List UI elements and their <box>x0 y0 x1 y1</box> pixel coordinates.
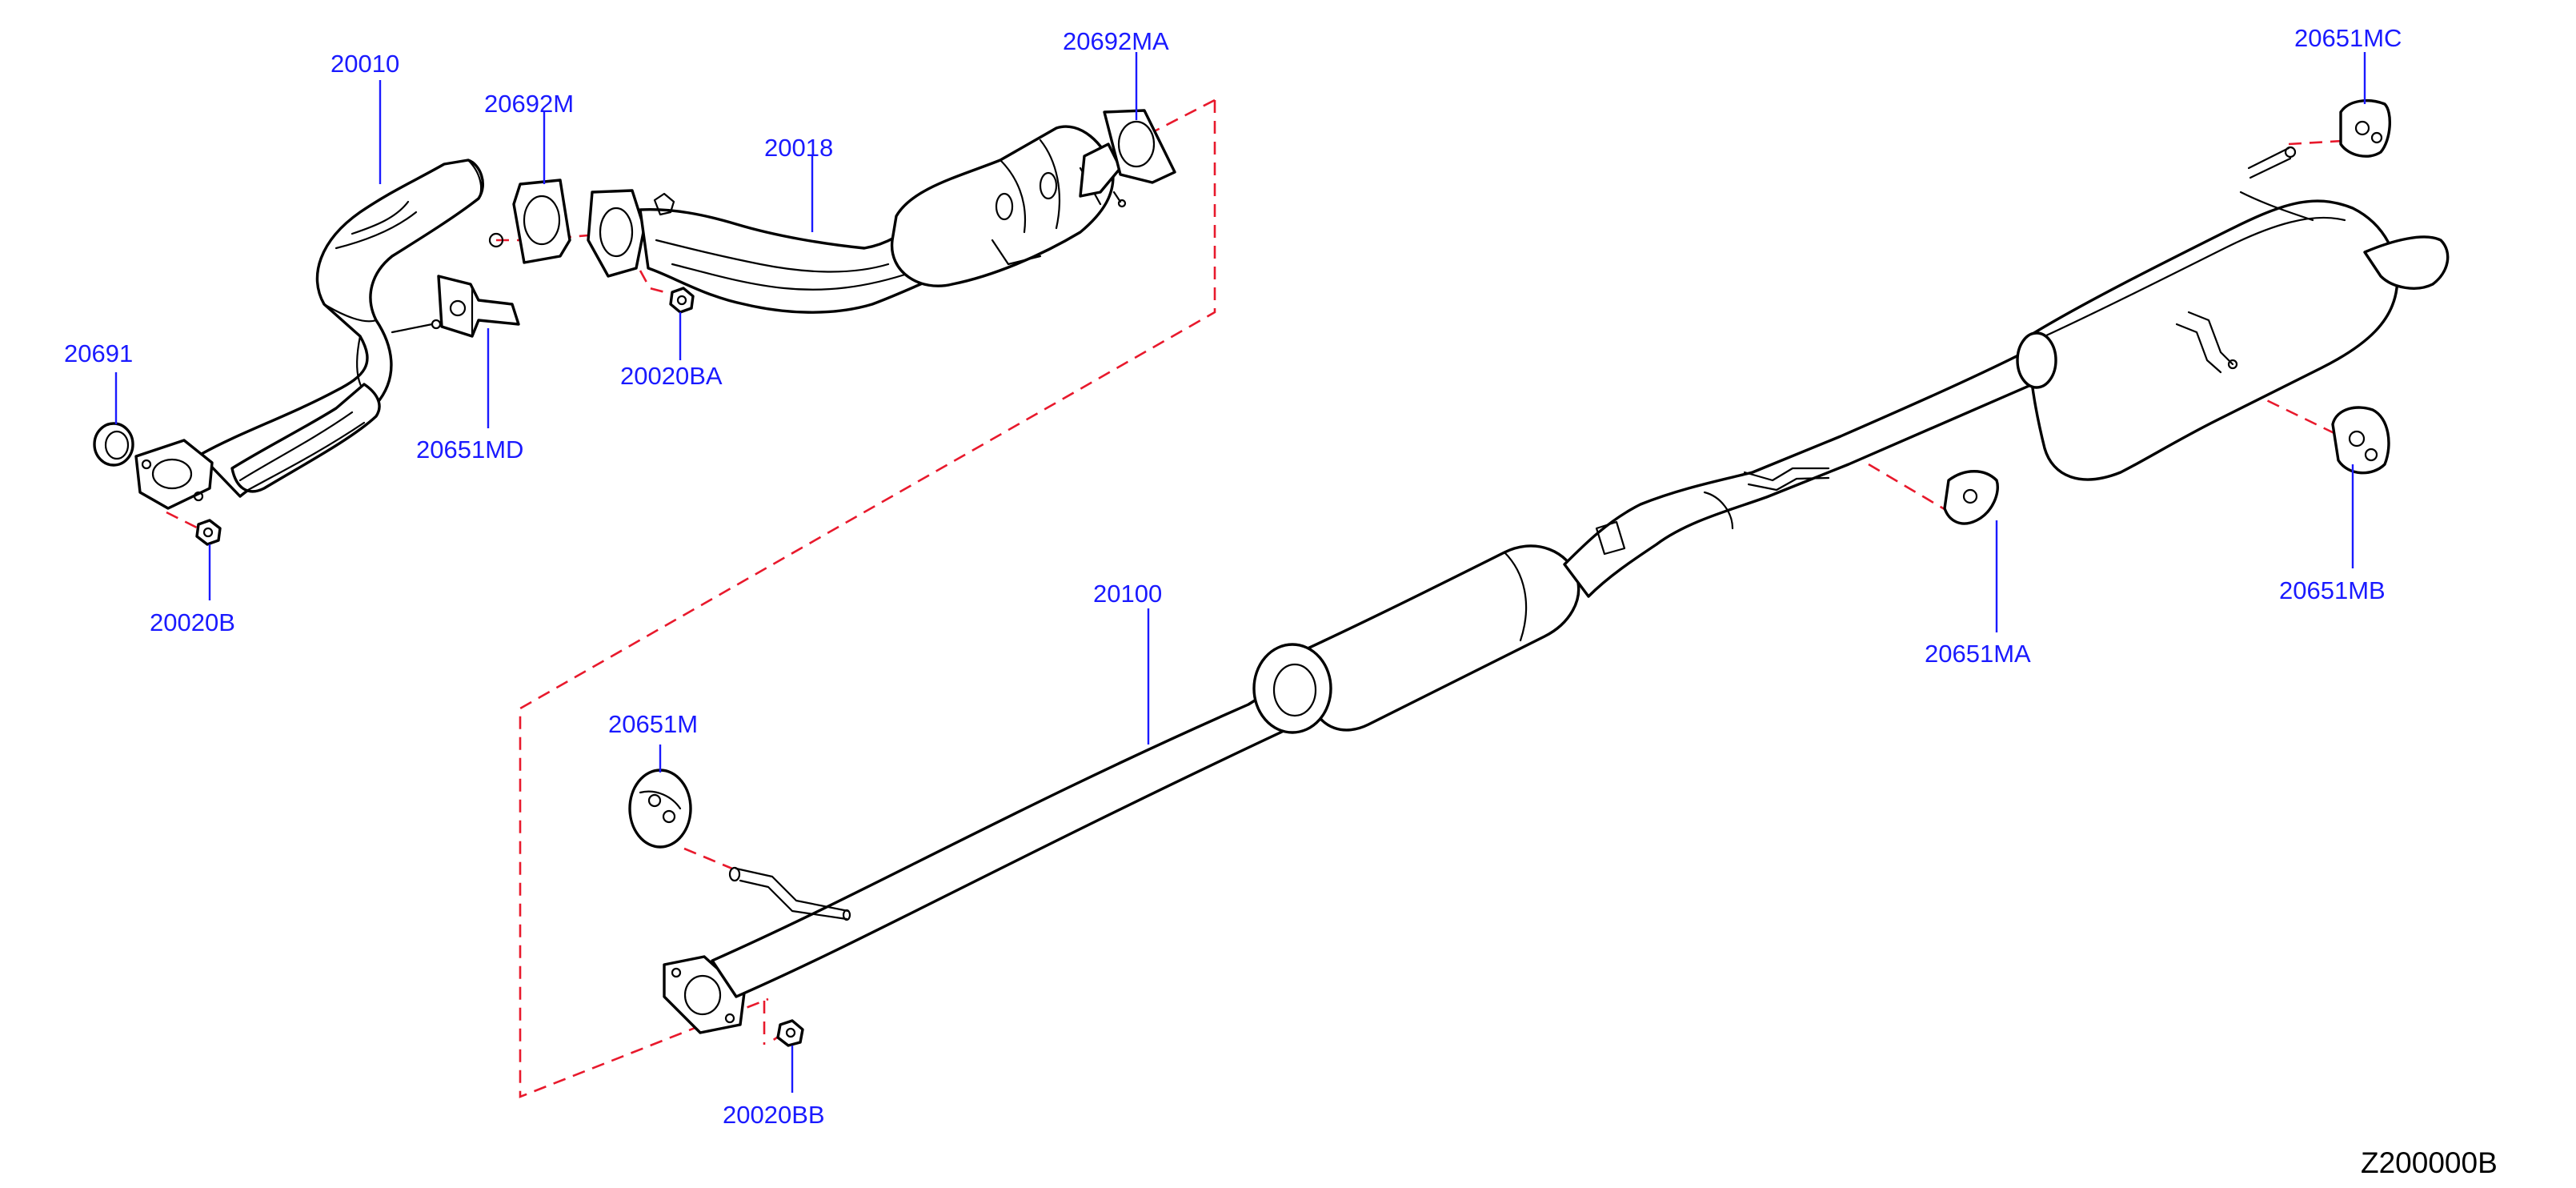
callout-20692M: 20692M <box>484 90 574 118</box>
callout-20651M: 20651M <box>608 710 698 738</box>
callout-20691: 20691 <box>64 339 133 367</box>
assembly-dashed-lines <box>139 98 2358 1098</box>
callout-20020BA: 20020BA <box>620 362 723 390</box>
callout-20651MB: 20651MB <box>2279 576 2386 604</box>
rubber-hanger-20651M <box>628 769 692 849</box>
callout-leader-lines <box>114 52 2366 1093</box>
callout-20651MD: 20651MD <box>416 435 523 464</box>
front-exhaust-tube-20010 <box>134 159 504 510</box>
callout-20018: 20018 <box>764 134 833 162</box>
rubber-hanger-20651MC <box>2339 99 2392 158</box>
gasket-20692MA <box>1103 109 1176 184</box>
nut-20020B <box>195 519 222 546</box>
nut-20020BB <box>776 1019 804 1047</box>
rubber-hanger-20651MA <box>1943 470 1999 525</box>
callout-20692MA: 20692MA <box>1063 27 1169 55</box>
catalyst-pipe-20018 <box>587 125 1127 314</box>
diagram-code: Z200000B <box>2361 1146 2498 1179</box>
callout-20020BB: 20020BB <box>723 1101 825 1129</box>
rear-muffler <box>2016 146 2450 481</box>
callout-20010: 20010 <box>331 50 399 78</box>
hanger-bracket-20651MD <box>437 275 520 338</box>
callout-20100: 20100 <box>1093 580 1162 608</box>
center-pipe-20100 <box>663 343 2058 1034</box>
rubber-hanger-20651MB <box>2331 406 2390 475</box>
nut-20020BA <box>669 287 695 314</box>
gasket-20692M <box>512 179 571 264</box>
callout-20020B: 20020B <box>150 608 235 636</box>
callout-labels: 20010 20692M 20018 20692MA 20651MC 20691… <box>64 24 2402 1129</box>
gasket-ring-20691 <box>93 422 134 467</box>
callout-20651MA: 20651MA <box>1925 640 2031 668</box>
callout-20651MC: 20651MC <box>2294 24 2402 52</box>
